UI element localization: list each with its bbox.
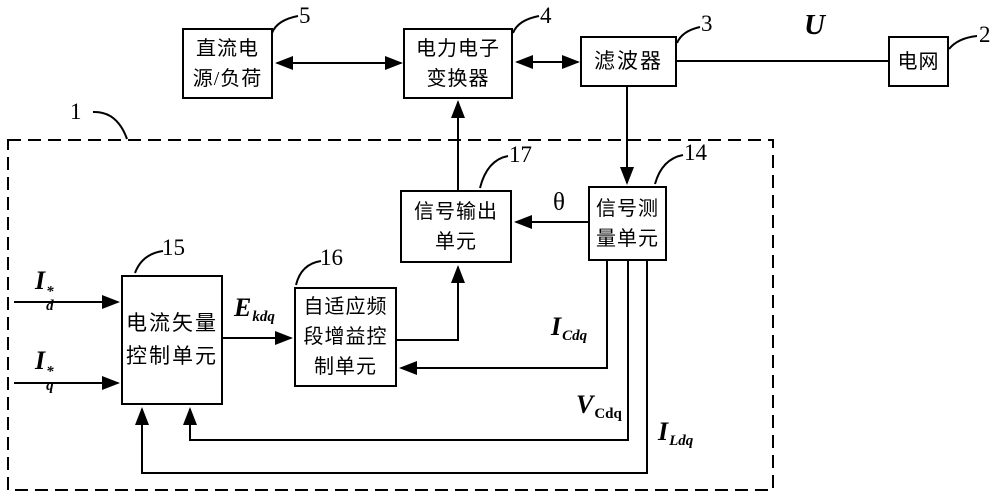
block-signal-output-unit: 信号输出 单元 bbox=[400, 190, 512, 263]
block-current-vector-control-unit: 电流矢量 控制单元 bbox=[121, 275, 223, 405]
arrow-v-cdq bbox=[183, 261, 629, 441]
label-e-kdq: Ekdq bbox=[234, 293, 275, 326]
ref-numeral-14: 14 bbox=[684, 140, 707, 165]
block-filter: 滤波器 bbox=[580, 36, 677, 87]
ref-numeral-15: 15 bbox=[162, 235, 185, 260]
leader-3 bbox=[676, 26, 701, 44]
leader-16 bbox=[295, 260, 322, 286]
ref-numeral-3: 3 bbox=[701, 11, 713, 36]
block-adaptive-gain-control-unit: 自适应频 段增益控 制单元 bbox=[294, 287, 397, 387]
label-grid-voltage-u: U bbox=[804, 9, 825, 41]
label-id-ref: I*d bbox=[35, 266, 54, 314]
ref-numeral-1: 1 bbox=[70, 99, 82, 124]
ref-numeral-17: 17 bbox=[509, 142, 532, 167]
label-theta: θ bbox=[553, 189, 565, 216]
leader-14 bbox=[654, 154, 684, 185]
arrow-gain-to-signal-output bbox=[397, 265, 465, 341]
block-grid: 电网 bbox=[888, 36, 949, 87]
leader-15 bbox=[134, 250, 164, 274]
arrow-i-ldq bbox=[135, 261, 648, 474]
block-signal-measure-unit: 信号测 量单元 bbox=[588, 186, 667, 261]
ref-numeral-4: 4 bbox=[540, 3, 552, 28]
label-v-cdq: VCdq bbox=[576, 390, 622, 423]
leader-1 bbox=[92, 110, 128, 140]
block-dc-source: 直流电 源/负荷 bbox=[182, 28, 273, 99]
leader-5 bbox=[271, 15, 299, 34]
block-power-converter: 电力电子 变换器 bbox=[403, 28, 513, 99]
ref-numeral-5: 5 bbox=[299, 3, 311, 28]
ref-numeral-16: 16 bbox=[320, 245, 343, 270]
label-iq-ref: I*q bbox=[35, 346, 54, 394]
leader-17 bbox=[479, 155, 509, 189]
system-boundary-box bbox=[7, 139, 774, 491]
arrow-i-cdq bbox=[399, 261, 608, 375]
label-i-ldq: ILdq bbox=[658, 417, 694, 450]
ref-numeral-2: 2 bbox=[979, 22, 991, 47]
leader-4 bbox=[512, 15, 540, 34]
label-i-cdq: ICdq bbox=[551, 312, 588, 345]
leader-2 bbox=[948, 35, 978, 50]
